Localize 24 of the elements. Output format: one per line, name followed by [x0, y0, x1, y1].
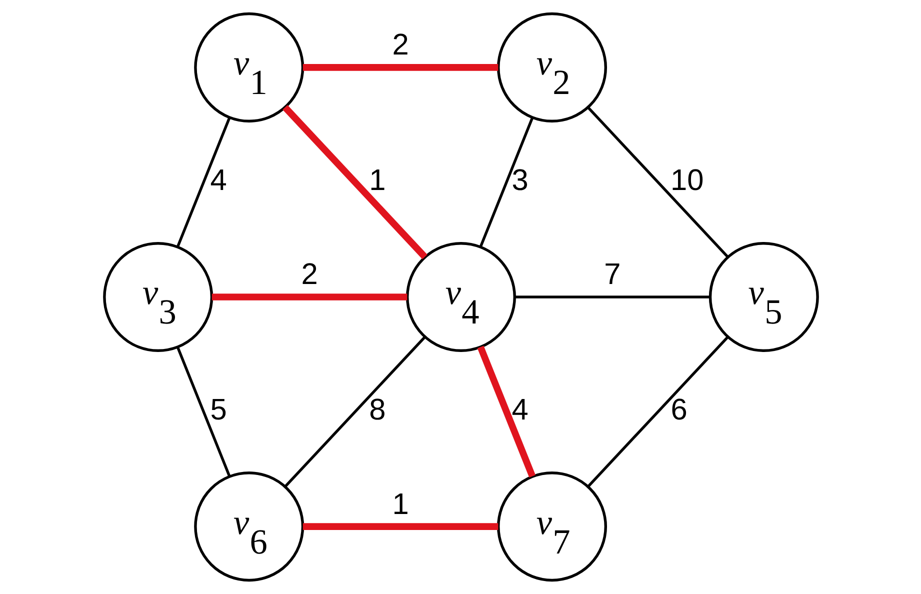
edge-label: 1: [368, 164, 386, 197]
connector: [282, 104, 427, 260]
edge-label: 10: [670, 164, 704, 197]
connector: [284, 336, 426, 488]
edge-label: 2: [392, 28, 408, 62]
connector: [176, 346, 230, 477]
edge-label: 4: [511, 393, 528, 426]
connector: [176, 116, 230, 248]
edge-label: 5: [210, 393, 226, 426]
edge-label: 8: [368, 393, 386, 426]
connector: [586, 106, 728, 258]
connector: [211, 294, 407, 300]
connector: [586, 336, 728, 488]
connector: [476, 346, 536, 478]
edge-label: 6: [670, 393, 687, 426]
connector: [302, 64, 498, 71]
connector: [302, 523, 498, 530]
edge-label: 2: [300, 258, 318, 292]
edge-label: 7: [604, 258, 620, 292]
edge-label: 1: [392, 488, 408, 521]
connector: [478, 116, 534, 248]
connector: [514, 296, 710, 298]
edge-label: 3: [511, 164, 528, 197]
edge-label: 4: [210, 164, 226, 197]
